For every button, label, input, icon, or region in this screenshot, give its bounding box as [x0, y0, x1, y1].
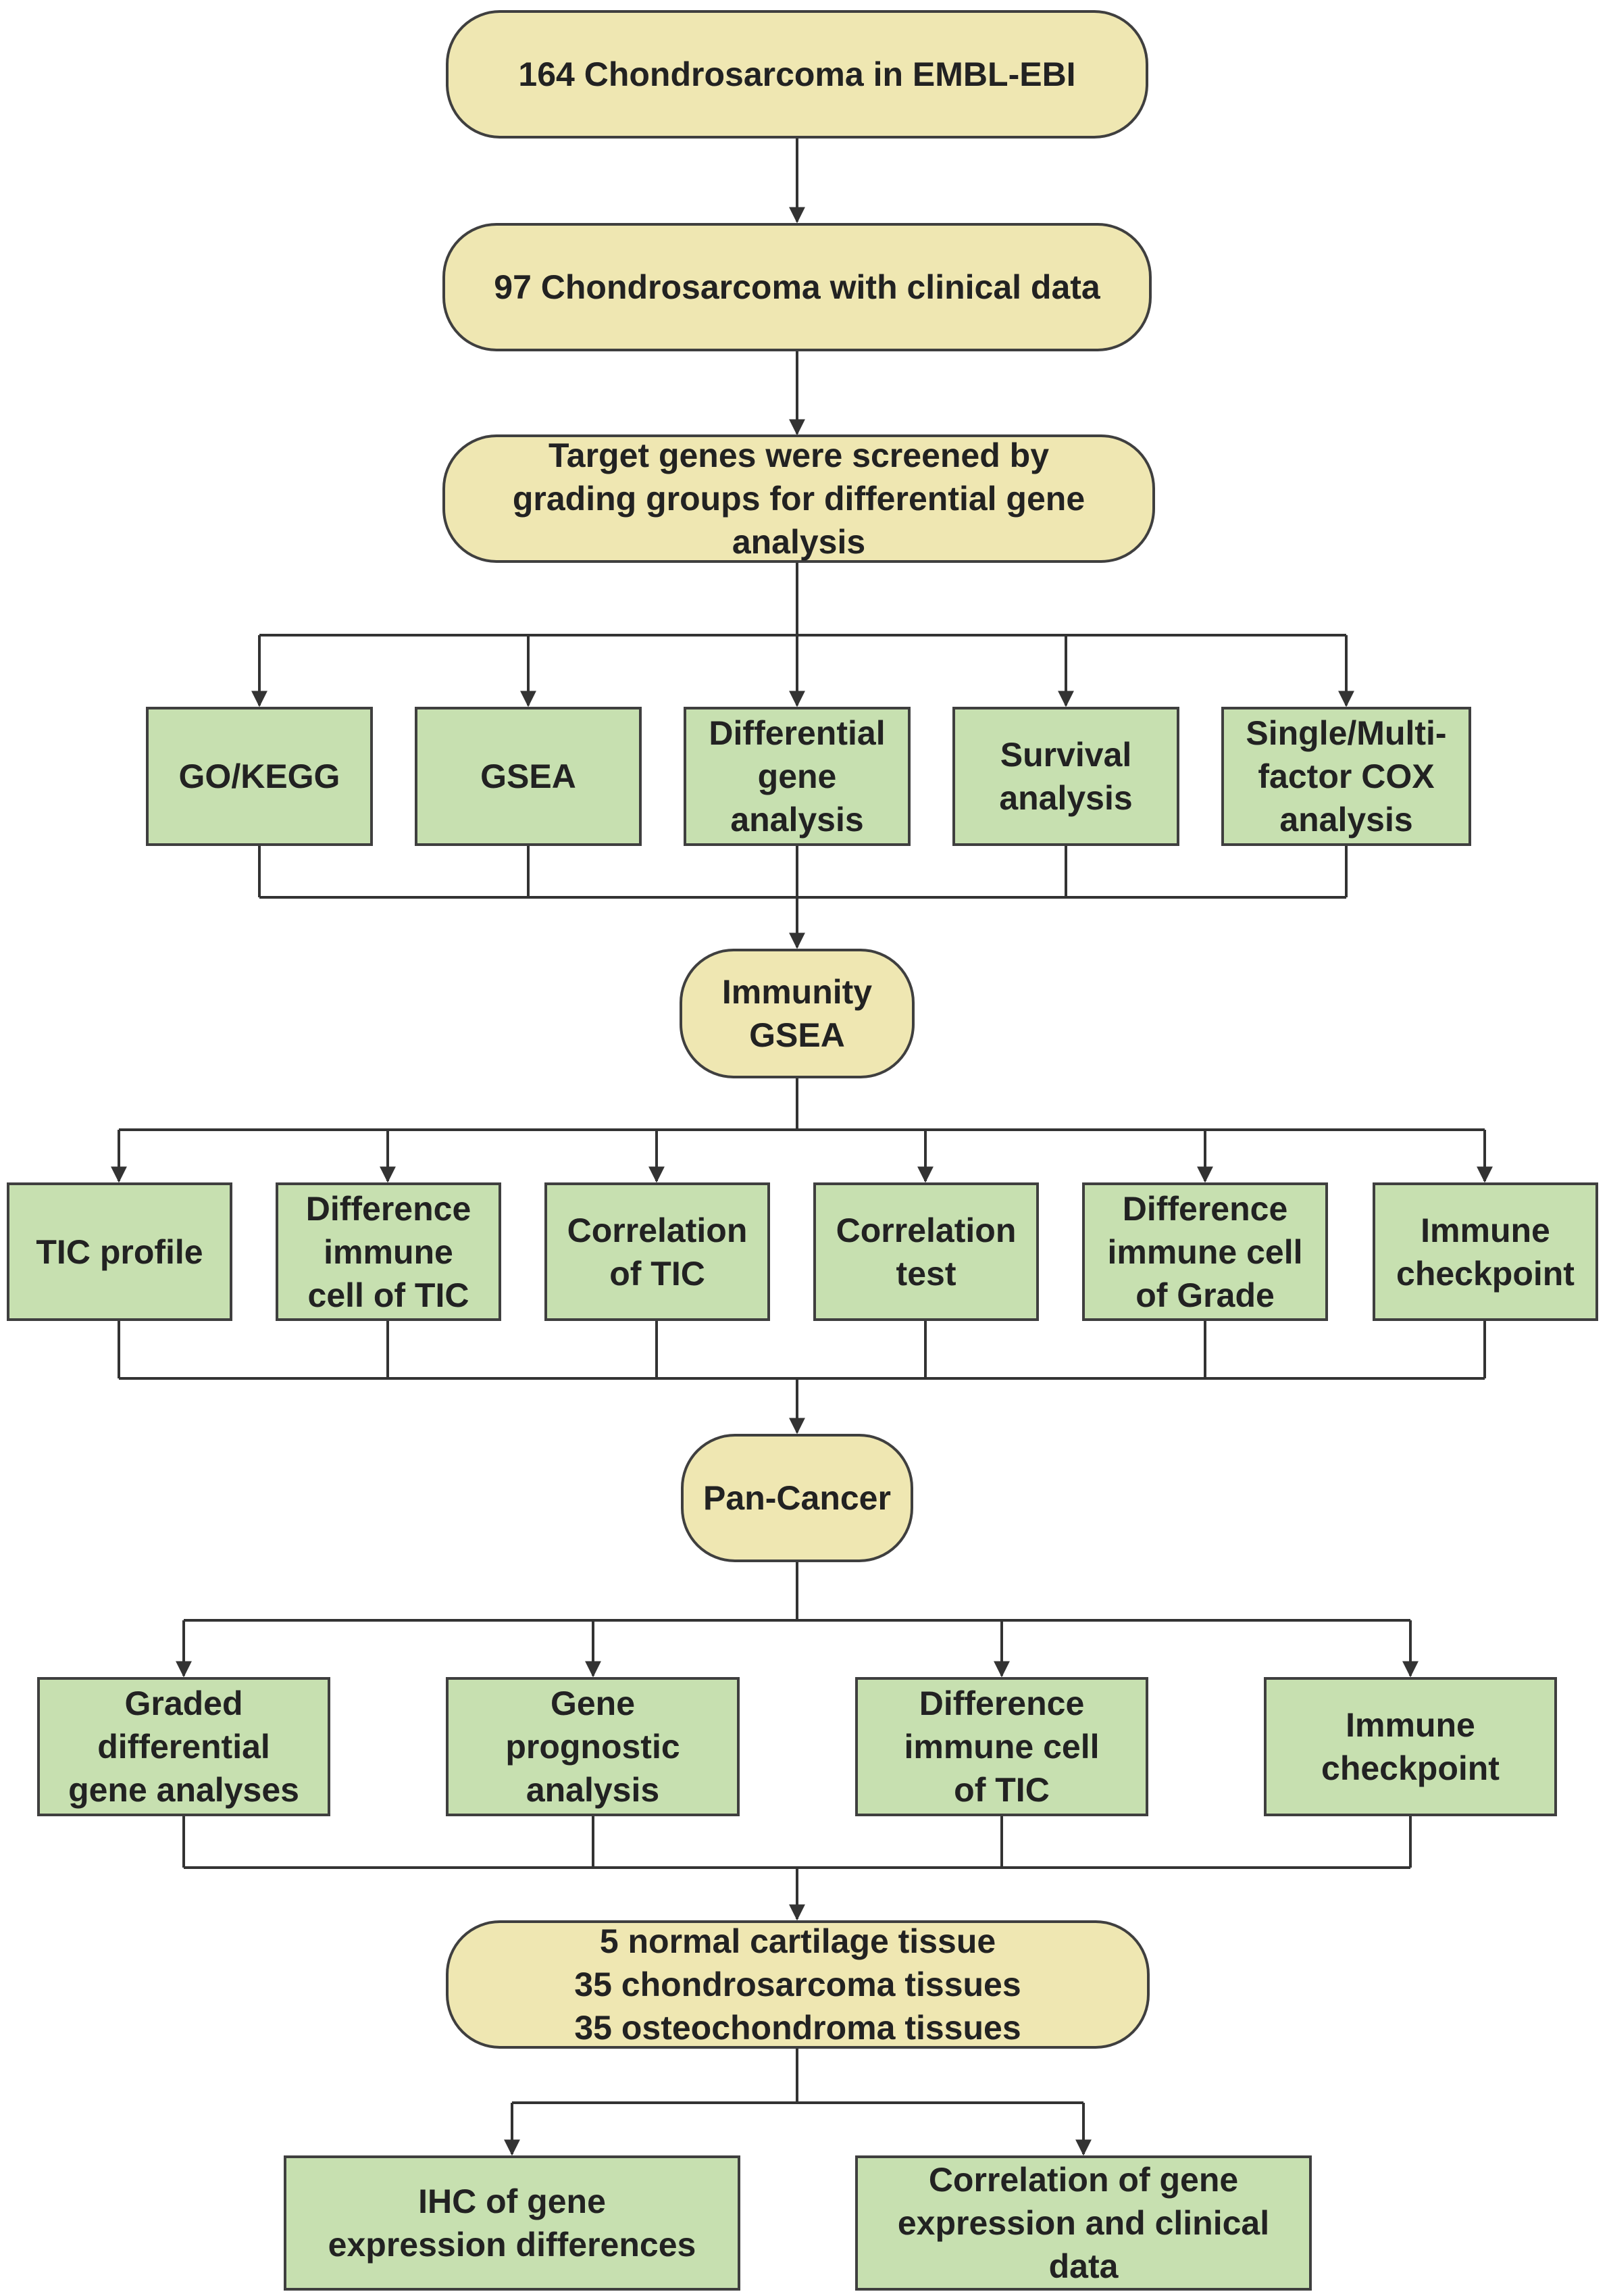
box-difference-immune-cell-grade: Difference immune cell of Grade — [1082, 1182, 1328, 1321]
node-source-dataset: 164 Chondrosarcoma in EMBL-EBI — [446, 10, 1148, 139]
box-correlation-gene-expression-clinical: Correlation of gene expression and clini… — [855, 2155, 1312, 2291]
box-gsea: GSEA — [415, 707, 642, 846]
box-differential-gene-analysis: Differential gene analysis — [684, 707, 911, 846]
box-cox-analysis: Single/Multi-factor COX analysis — [1221, 707, 1471, 846]
box-correlation-test: Correlation test — [813, 1182, 1039, 1321]
node-target-gene-screening: Target genes were screened by grading gr… — [442, 434, 1155, 563]
node-clinical-data: 97 Chondrosarcoma with clinical data — [442, 223, 1152, 351]
box-survival-analysis: Survival analysis — [952, 707, 1179, 846]
box-ihc-gene-expression: IHC of gene expression differences — [284, 2155, 740, 2291]
box-difference-immune-cell-tic-pan: Difference immune cell of TIC — [855, 1677, 1148, 1816]
box-tic-profile: TIC profile — [7, 1182, 232, 1321]
node-tissue-samples: 5 normal cartilage tissue 35 chondrosarc… — [446, 1920, 1150, 2049]
box-immune-checkpoint-pan: Immune checkpoint — [1264, 1677, 1557, 1816]
box-correlation-of-tic: Correlation of TIC — [544, 1182, 770, 1321]
node-immunity-gsea: Immunity GSEA — [680, 949, 915, 1078]
box-graded-differential-gene-analyses: Graded differential gene analyses — [37, 1677, 330, 1816]
node-pan-cancer: Pan-Cancer — [681, 1434, 913, 1562]
box-immune-checkpoint: Immune checkpoint — [1373, 1182, 1598, 1321]
box-go-kegg: GO/KEGG — [146, 707, 373, 846]
box-gene-prognostic-analysis: Gene prognostic analysis — [446, 1677, 740, 1816]
box-difference-immune-cell-tic: Difference immune cell of TIC — [276, 1182, 501, 1321]
